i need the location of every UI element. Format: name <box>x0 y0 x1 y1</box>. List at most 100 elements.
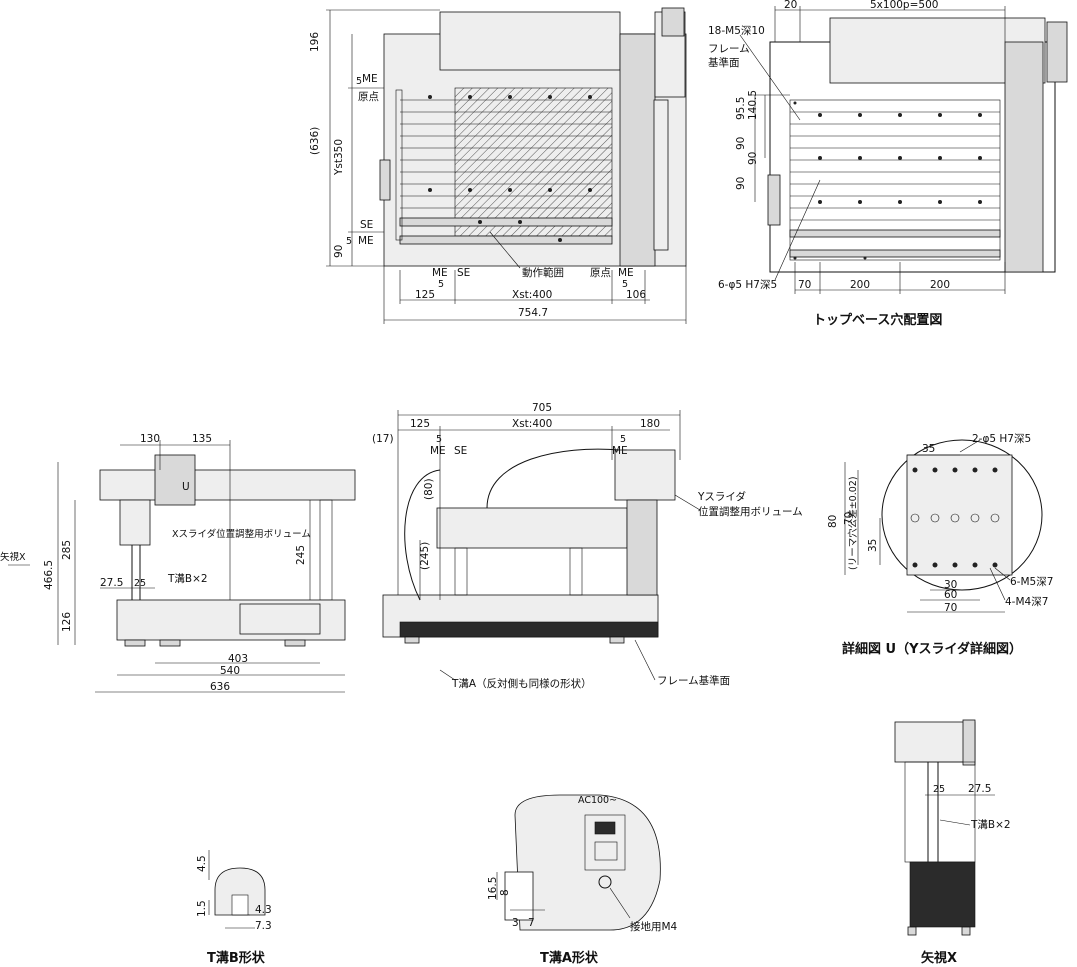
label-tslot-a: T溝A（反対側も同様の形状） <box>451 677 592 690</box>
dim-5-front2: 5 <box>620 434 626 445</box>
dim-90b: 90 <box>747 152 759 165</box>
dim-35-side: 35 <box>867 539 879 552</box>
label-4m4: 4-M4深7 <box>1005 596 1048 608</box>
dim-5b: 5 <box>346 236 352 247</box>
label-me: ME <box>362 73 378 85</box>
dim-245-front: (245) <box>419 542 431 570</box>
dim-35-top: 35 <box>922 443 935 455</box>
dim-5x: 5 <box>438 279 444 290</box>
label-motion-range: 動作範囲 <box>522 266 564 279</box>
dim-125: 125 <box>415 289 435 301</box>
dim-20: 20 <box>784 0 797 11</box>
dim-5x2: 5 <box>622 279 628 290</box>
label-6m5: 6-M5深7 <box>1010 576 1053 588</box>
dim-95-5: 95.5 <box>735 97 747 120</box>
label-ground-m4: 接地用M4 <box>630 920 678 933</box>
dim-135: 135 <box>192 433 212 445</box>
dim-30: 30 <box>944 579 957 591</box>
dim-17: (17) <box>372 433 394 445</box>
dim-yst350: Yst350 <box>333 139 345 176</box>
hole-layout-view: 20 5x100p=500 18-M5深10 フレーム 基準面 95.5 140… <box>708 0 1068 328</box>
t-slot-a-view: 16.5 8 3 7 AC100~ 接地用M4 T溝A形状 <box>487 794 678 966</box>
dim-80-u: 80 <box>827 515 839 528</box>
dim-130: 130 <box>140 433 160 445</box>
caption-hole-layout: トップベース穴配置図 <box>813 312 942 328</box>
dim-466-5: 466.5 <box>43 560 55 590</box>
label-me-front2: ME <box>612 445 628 457</box>
label-me-x2: ME <box>618 267 634 279</box>
dim-90: 90 <box>333 245 345 258</box>
label-se-front: SE <box>454 445 467 457</box>
t-slot-b-view: 4.5 1.5 4.3 7.3 T溝B形状 <box>196 850 272 966</box>
dim-636: 636 <box>210 681 230 693</box>
side-view: 130 135 U 矢視X 466.5 285 245 126 27.5 25 … <box>0 433 356 693</box>
label-origin: 原点 <box>358 91 379 103</box>
caption-tslot-a: T溝A形状 <box>540 950 599 966</box>
dim-754: 754.7 <box>518 307 548 319</box>
dim-196: 196 <box>309 32 321 52</box>
dim-80: (80) <box>423 478 435 500</box>
dim-140-5: 140.5 <box>747 90 759 120</box>
dim-8: 8 <box>499 889 511 896</box>
top-view: 196 5 ME 原点 (636) Yst350 SE 5 ME 90 ME 5… <box>309 7 687 324</box>
label-y-slider: Yスライダ <box>697 490 746 503</box>
front-view: 705 (17) 125 Xst:400 180 5 ME SE 5 ME (8… <box>372 402 803 690</box>
dim-xst400-front: Xst:400 <box>512 418 552 430</box>
dim-245: 245 <box>295 545 307 565</box>
dim-70-u: 70 <box>843 512 855 525</box>
dim-3: 3 <box>512 917 519 929</box>
dim-636: (636) <box>309 127 321 155</box>
label-18m5: 18-M5深10 <box>708 25 765 37</box>
label-yashi-x: 矢視X <box>0 551 26 563</box>
label-datum: 基準面 <box>708 56 740 69</box>
dim-200b: 200 <box>930 279 950 291</box>
dim-540: 540 <box>220 665 240 677</box>
label-u: U <box>182 481 190 493</box>
dim-403: 403 <box>228 653 248 665</box>
label-adjust-volume: 位置調整用ボリューム <box>698 505 803 518</box>
dim-7: 7 <box>528 917 535 929</box>
dim-4-3: 4.3 <box>255 904 272 916</box>
dim-125-front: 125 <box>410 418 430 430</box>
dim-90a: 90 <box>735 137 747 150</box>
dim-7-3: 7.3 <box>255 920 272 932</box>
dim-180: 180 <box>640 418 660 430</box>
dim-1-5: 1.5 <box>196 900 208 917</box>
label-origin-x: 原点 <box>590 267 611 279</box>
label-6phi5: 6-φ5 H7深5 <box>718 279 777 291</box>
dim-126: 126 <box>61 612 73 632</box>
label-tslot-b: T溝B×2 <box>167 572 208 585</box>
dim-25-x: 25 <box>933 784 945 795</box>
label-reamer: (リーマ穴公差±0.02) <box>847 476 859 570</box>
label-me-b: ME <box>358 235 374 247</box>
dim-16-5: 16.5 <box>487 877 499 900</box>
detail-u-view: 35 2-φ5 H7深5 80 70 (リーマ穴公差±0.02) 35 30 6… <box>827 433 1053 657</box>
label-se: SE <box>360 219 373 231</box>
caption-view-x: 矢視X <box>921 950 957 966</box>
dim-27-5-x: 27.5 <box>968 783 991 795</box>
dim-4-5: 4.5 <box>196 855 208 872</box>
dim-705: 705 <box>532 402 552 414</box>
dim-90c: 90 <box>735 177 747 190</box>
dim-70: 70 <box>798 279 811 291</box>
dim-5x100: 5x100p=500 <box>870 0 938 11</box>
dim-25: 25 <box>134 578 146 589</box>
dim-106: 106 <box>626 289 646 301</box>
dim-27-5: 27.5 <box>100 577 123 589</box>
label-frame: フレーム <box>708 43 750 55</box>
label-ac100: AC100~ <box>578 795 617 806</box>
dim-xst400: Xst:400 <box>512 289 552 301</box>
label-x-slider: Xスライダ位置調整用ボリューム <box>172 528 311 540</box>
dim-285: 285 <box>61 540 73 560</box>
label-me-x: ME <box>432 267 448 279</box>
label-me-front: ME <box>430 445 446 457</box>
view-x: 25 27.5 T溝B×2 矢視X <box>894 719 1011 966</box>
label-2phi5: 2-φ5 H7深5 <box>972 433 1031 445</box>
caption-tslot-b: T溝B形状 <box>207 950 266 966</box>
label-tslot-b-x: T溝B×2 <box>970 818 1011 831</box>
dim-200a: 200 <box>850 279 870 291</box>
label-se-x: SE <box>457 267 470 279</box>
dim-60: 60 <box>944 589 957 601</box>
dim-70-bottom: 70 <box>944 602 957 614</box>
